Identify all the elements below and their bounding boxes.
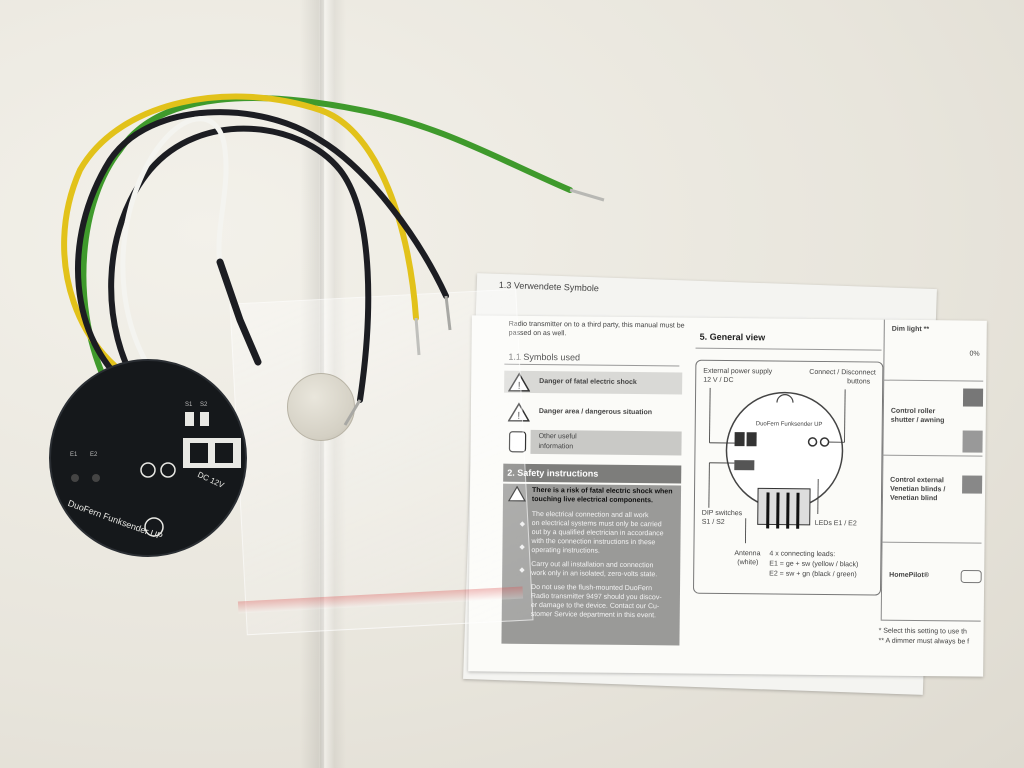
- warning-triangle-icon: !: [507, 402, 530, 422]
- svg-text:!: !: [518, 381, 521, 392]
- push-button: [160, 462, 176, 478]
- black-wire-tip: [343, 399, 362, 426]
- black-wire-tip: [444, 295, 452, 331]
- antenna-sleeve: [216, 258, 262, 366]
- svg-text:!: !: [517, 411, 520, 422]
- circuit-board: [50, 360, 246, 556]
- yellow-wire: [61, 93, 419, 391]
- board-pin-label: E2: [90, 452, 98, 458]
- push-button: [140, 462, 156, 478]
- dip-switch: [200, 412, 209, 426]
- white-antenna-wire: [120, 116, 229, 391]
- board-rim: [49, 359, 247, 557]
- yellow-wire-tip: [414, 317, 421, 356]
- dip-switch: [185, 412, 194, 426]
- green-wire: [80, 95, 573, 381]
- manual-page: Radio transmitter on to a third party, t…: [468, 315, 987, 677]
- board-pin-label: E1: [70, 452, 78, 458]
- black-wire: [108, 125, 372, 403]
- board-pin-label: S1: [185, 402, 193, 408]
- led: [92, 474, 100, 482]
- led: [71, 474, 79, 482]
- board-pin-label: S2: [200, 402, 208, 408]
- info-icon: [508, 431, 527, 453]
- black-wire: [75, 109, 449, 391]
- green-wire-tip: [569, 188, 605, 202]
- device-diagram: [708, 387, 846, 544]
- warning-triangle-icon: !: [508, 372, 531, 392]
- table-icons: [960, 388, 984, 584]
- board-logo: [144, 517, 164, 537]
- warning-triangle-icon: [507, 485, 526, 502]
- adhesive-disc: [287, 373, 355, 441]
